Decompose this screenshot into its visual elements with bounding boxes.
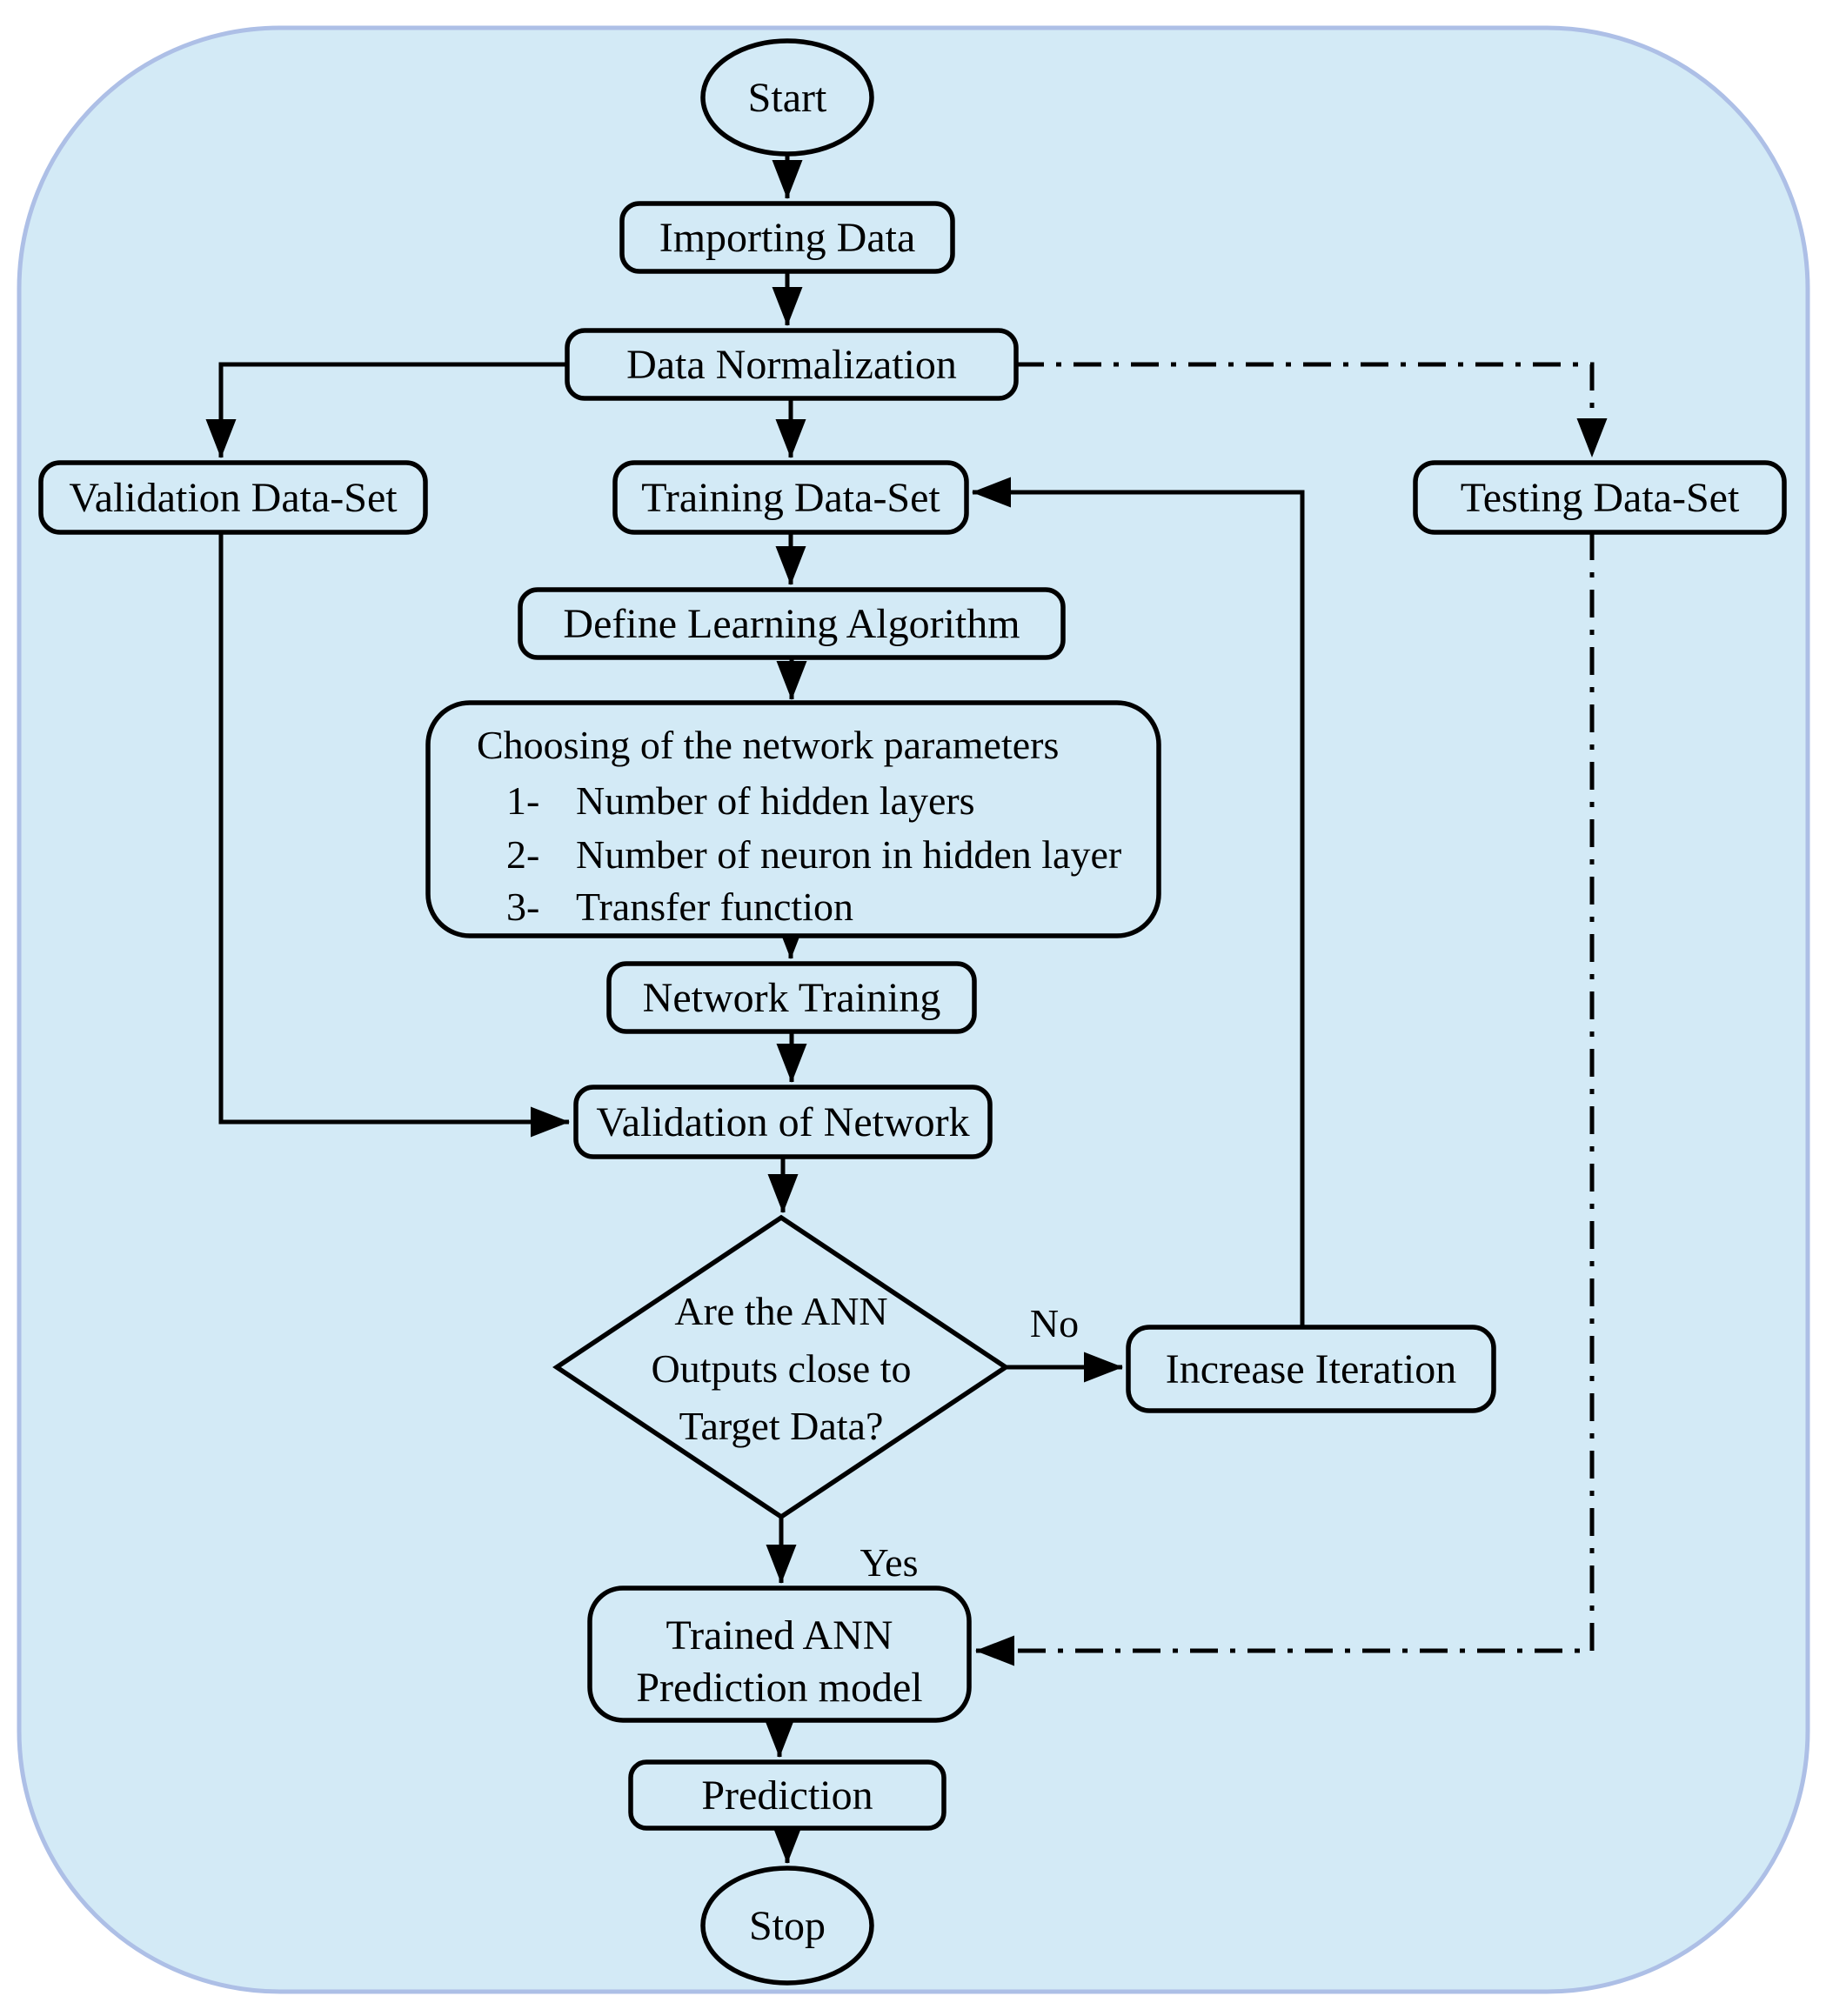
start-label: Start	[748, 75, 827, 121]
network-parameters-item3: Transfer function	[576, 885, 853, 929]
importing-data-box	[619, 201, 955, 274]
testing-dataset-label: Testing Data-Set	[1461, 475, 1740, 521]
network-parameters-item2-num: 2-	[506, 832, 539, 877]
network-training-box	[606, 961, 977, 1034]
data-normalization-box	[565, 328, 1019, 401]
importing-data-label: Importing Data	[659, 215, 916, 261]
validation-of-network-box	[573, 1085, 993, 1159]
define-learning-algorithm-box	[518, 587, 1066, 660]
edge-label-yes: Yes	[860, 1540, 919, 1585]
trained-ann-line1: Trained ANN	[666, 1612, 893, 1659]
dashdot-normalization-to-testing	[1016, 362, 1608, 457]
increase-iteration-label: Increase Iteration	[1166, 1346, 1456, 1392]
validation-of-network-label: Validation of Network	[596, 1099, 969, 1145]
define-learning-algorithm-label: Define Learning Algorithm	[563, 601, 1020, 647]
trained-ann-box	[587, 1585, 972, 1723]
stop-terminator	[700, 1866, 874, 1986]
data-normalization-label: Data Normalization	[626, 342, 957, 388]
validation-dataset-label: Validation Data-Set	[69, 475, 398, 521]
validation-dataset-box	[38, 460, 428, 535]
edge-label-no: No	[1030, 1301, 1079, 1345]
network-parameters-item1: Number of hidden layers	[576, 778, 975, 823]
edge-validation-dataset-to-validation-of-network	[218, 534, 570, 1138]
prediction-label: Prediction	[701, 1772, 873, 1819]
prediction-box	[628, 1759, 946, 1831]
start-terminator	[700, 38, 874, 157]
network-parameters-title: Choosing of the network parameters	[477, 723, 1059, 767]
network-parameters-item2: Number of neuron in hidden layer	[576, 832, 1121, 877]
network-training-label: Network Training	[643, 975, 941, 1021]
training-dataset-label: Training Data-Set	[641, 475, 940, 521]
dashdot-testing-to-trained-ann	[975, 532, 1595, 1666]
decision-line1: Are the ANN	[674, 1289, 887, 1333]
testing-dataset-box	[1413, 460, 1787, 535]
decision-line2: Outputs close to	[652, 1346, 912, 1391]
network-parameters-item1-num: 1-	[506, 778, 539, 823]
decision-diamond	[552, 1214, 1010, 1520]
stop-label: Stop	[749, 1903, 826, 1949]
trained-ann-line2: Prediction model	[636, 1665, 922, 1711]
edge-increase-iteration-to-training-feedback	[972, 477, 1305, 1327]
network-parameters-box	[425, 700, 1161, 938]
network-parameters-item3-num: 3-	[506, 885, 539, 929]
training-dataset-box	[612, 460, 969, 535]
increase-iteration-box	[1126, 1325, 1496, 1413]
decision-line3: Target Data?	[679, 1404, 884, 1448]
edge-normalization-to-validation-dataset	[205, 362, 567, 458]
